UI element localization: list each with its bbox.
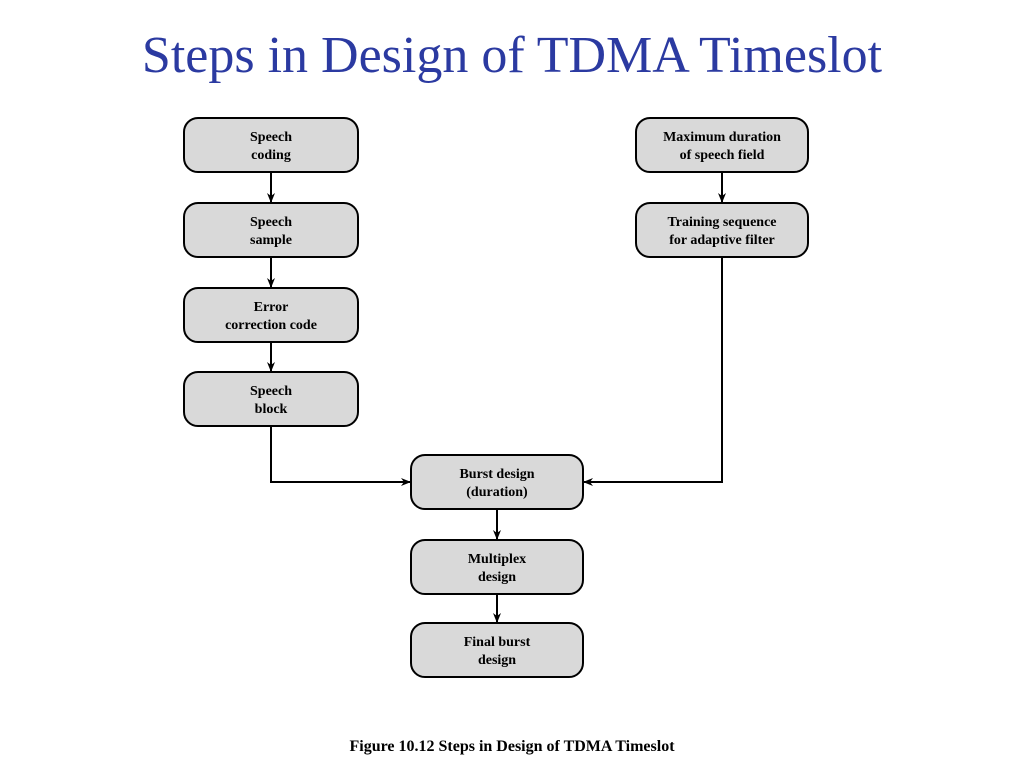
node-label-line: Final burst	[464, 635, 531, 650]
figure-caption: Figure 10.12 Steps in Design of TDMA Tim…	[349, 738, 675, 755]
node-burst-design: Burst design (duration)	[410, 454, 584, 510]
node-box	[183, 202, 359, 258]
node-label-line: sample	[250, 233, 292, 248]
node-label-line: Speech	[250, 130, 292, 145]
node-label-line: Speech	[250, 384, 292, 399]
node-box	[183, 117, 359, 173]
node-label-line: Training sequence	[667, 215, 776, 230]
node-speech-block: Speech block	[183, 371, 359, 427]
node-speech-sample: Speech sample	[183, 202, 359, 258]
node-label-line: (duration)	[466, 485, 528, 500]
node-label-line: Multiplex	[468, 552, 526, 567]
node-label-line: Error	[254, 300, 289, 315]
node-label-line: block	[255, 402, 288, 417]
node-label-line: of speech field	[680, 148, 765, 163]
node-box	[410, 539, 584, 595]
node-label-line: design	[478, 653, 516, 668]
node-box	[635, 202, 809, 258]
node-box	[635, 117, 809, 173]
arrow-training-sequence-to-burst-design	[583, 257, 723, 486]
arrow-speech-block-to-burst-design	[270, 426, 411, 486]
node-label-line: design	[478, 570, 516, 585]
node-box	[183, 371, 359, 427]
node-box	[410, 454, 584, 510]
nodes-layer: SpeechcodingSpeechsampleErrorcorrection …	[183, 117, 809, 678]
node-box	[410, 622, 584, 678]
node-box	[183, 287, 359, 343]
node-max-duration-speech-field: Maximum duration of speech field	[635, 117, 809, 173]
node-label-line: correction code	[225, 318, 317, 333]
node-label-line: coding	[251, 148, 291, 163]
node-label-line: for adaptive filter	[669, 233, 775, 248]
node-label-line: Speech	[250, 215, 292, 230]
node-final-burst-design: Final burst design	[410, 622, 584, 678]
node-multiplex-design: Multiplex design	[410, 539, 584, 595]
node-label-line: Burst design	[459, 467, 534, 482]
node-error-correction-code: Error correction code	[183, 287, 359, 343]
node-label-line: Maximum duration	[663, 130, 781, 145]
edges-layer	[267, 172, 726, 623]
slide-title: Steps in Design of TDMA Timeslot	[141, 27, 883, 84]
node-speech-coding: Speech coding	[183, 117, 359, 173]
node-training-sequence: Training sequence for adaptive filter	[635, 202, 809, 258]
